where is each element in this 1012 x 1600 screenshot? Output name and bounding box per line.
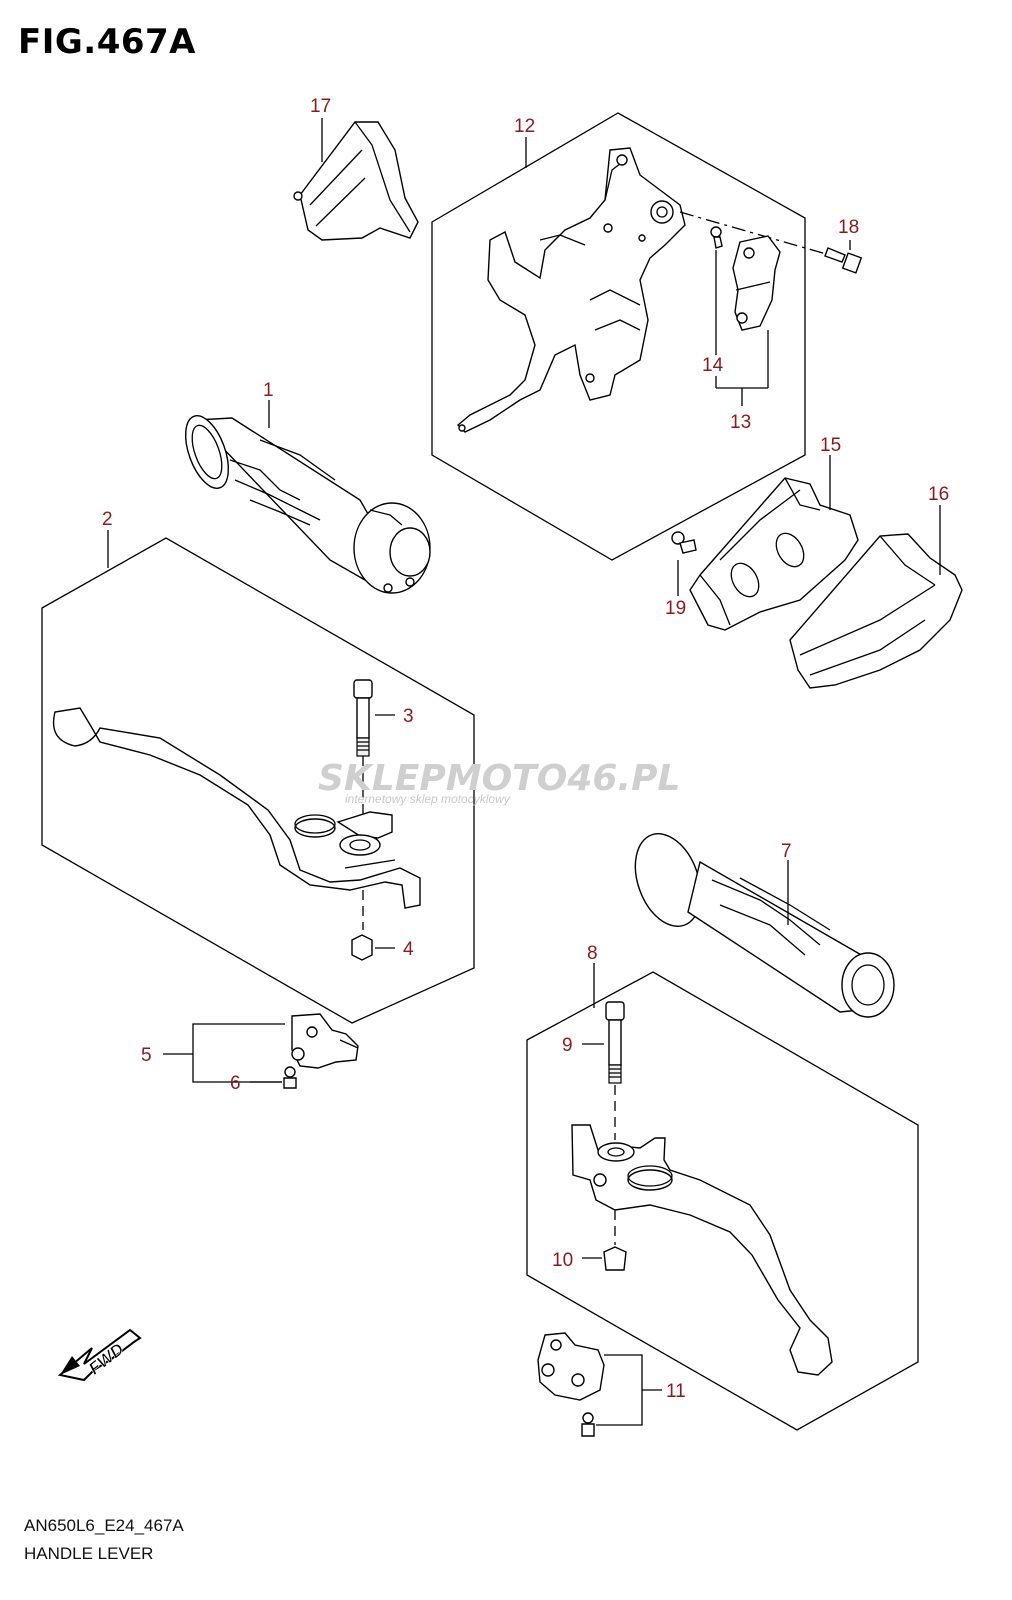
bolt-9 [605,1001,625,1140]
screw-19 [671,531,697,554]
callout-11: 11 [666,1381,686,1402]
guard-bracket-15 [689,477,859,631]
callout-4: 4 [403,939,414,960]
group-box-8 [526,971,919,1431]
nut-4 [351,890,373,961]
switch-5 [291,1013,359,1069]
throttle-grip-1 [184,415,431,594]
callout-9: 9 [562,1035,573,1056]
callout-1: 1 [263,380,274,401]
callout-7: 7 [781,841,792,862]
group-box-2 [41,537,475,1024]
callouts: 17 12 18 1 14 13 15 16 2 19 3 7 4 8 9 5 … [102,96,949,1402]
callout-18: 18 [838,217,859,238]
callout-13: 13 [730,412,751,433]
callout-2: 2 [102,509,113,530]
screw-11 [581,1412,595,1437]
callout-15: 15 [820,435,841,456]
bolt-3 [353,679,373,820]
lever-2 [52,707,421,909]
group-box-12 [431,112,806,561]
bolt-18 [824,247,863,274]
callout-16: 16 [928,484,949,505]
callout-14: 14 [702,355,724,376]
hand-guard-16 [789,533,963,689]
screw-6 [283,1066,297,1089]
switch-11 [537,1332,605,1401]
callout-17: 17 [310,96,331,117]
screw-14 [710,226,723,249]
nut-10 [603,1210,627,1271]
lever-8 [571,1124,833,1376]
leader-lines [107,118,941,1426]
callout-3: 3 [403,706,414,727]
callout-12: 12 [514,116,535,137]
grip-7 [634,833,895,1018]
bracket-assembly-12 [456,147,841,433]
watermark-brand: SKLEPMOTO46.PL [318,758,680,799]
watermark-tagline: internetowy sklep motocyklowy [345,792,511,806]
lever-cover-17 [293,121,419,241]
switch-14 [732,235,781,331]
fwd-arrow-icon: FWD [57,1328,142,1382]
figure-title: FIG.467A [18,22,196,62]
callout-8: 8 [587,943,598,964]
watermark: SKLEPMOTO46.PL internetowy sklep motocyk… [318,758,680,806]
footer-code: AN650L6_E24_467A [24,1516,184,1535]
callout-5: 5 [141,1045,152,1066]
callout-19: 19 [665,598,686,619]
callout-6: 6 [230,1073,241,1094]
footer-name: HANDLE LEVER [24,1544,154,1563]
callout-10: 10 [552,1250,573,1271]
